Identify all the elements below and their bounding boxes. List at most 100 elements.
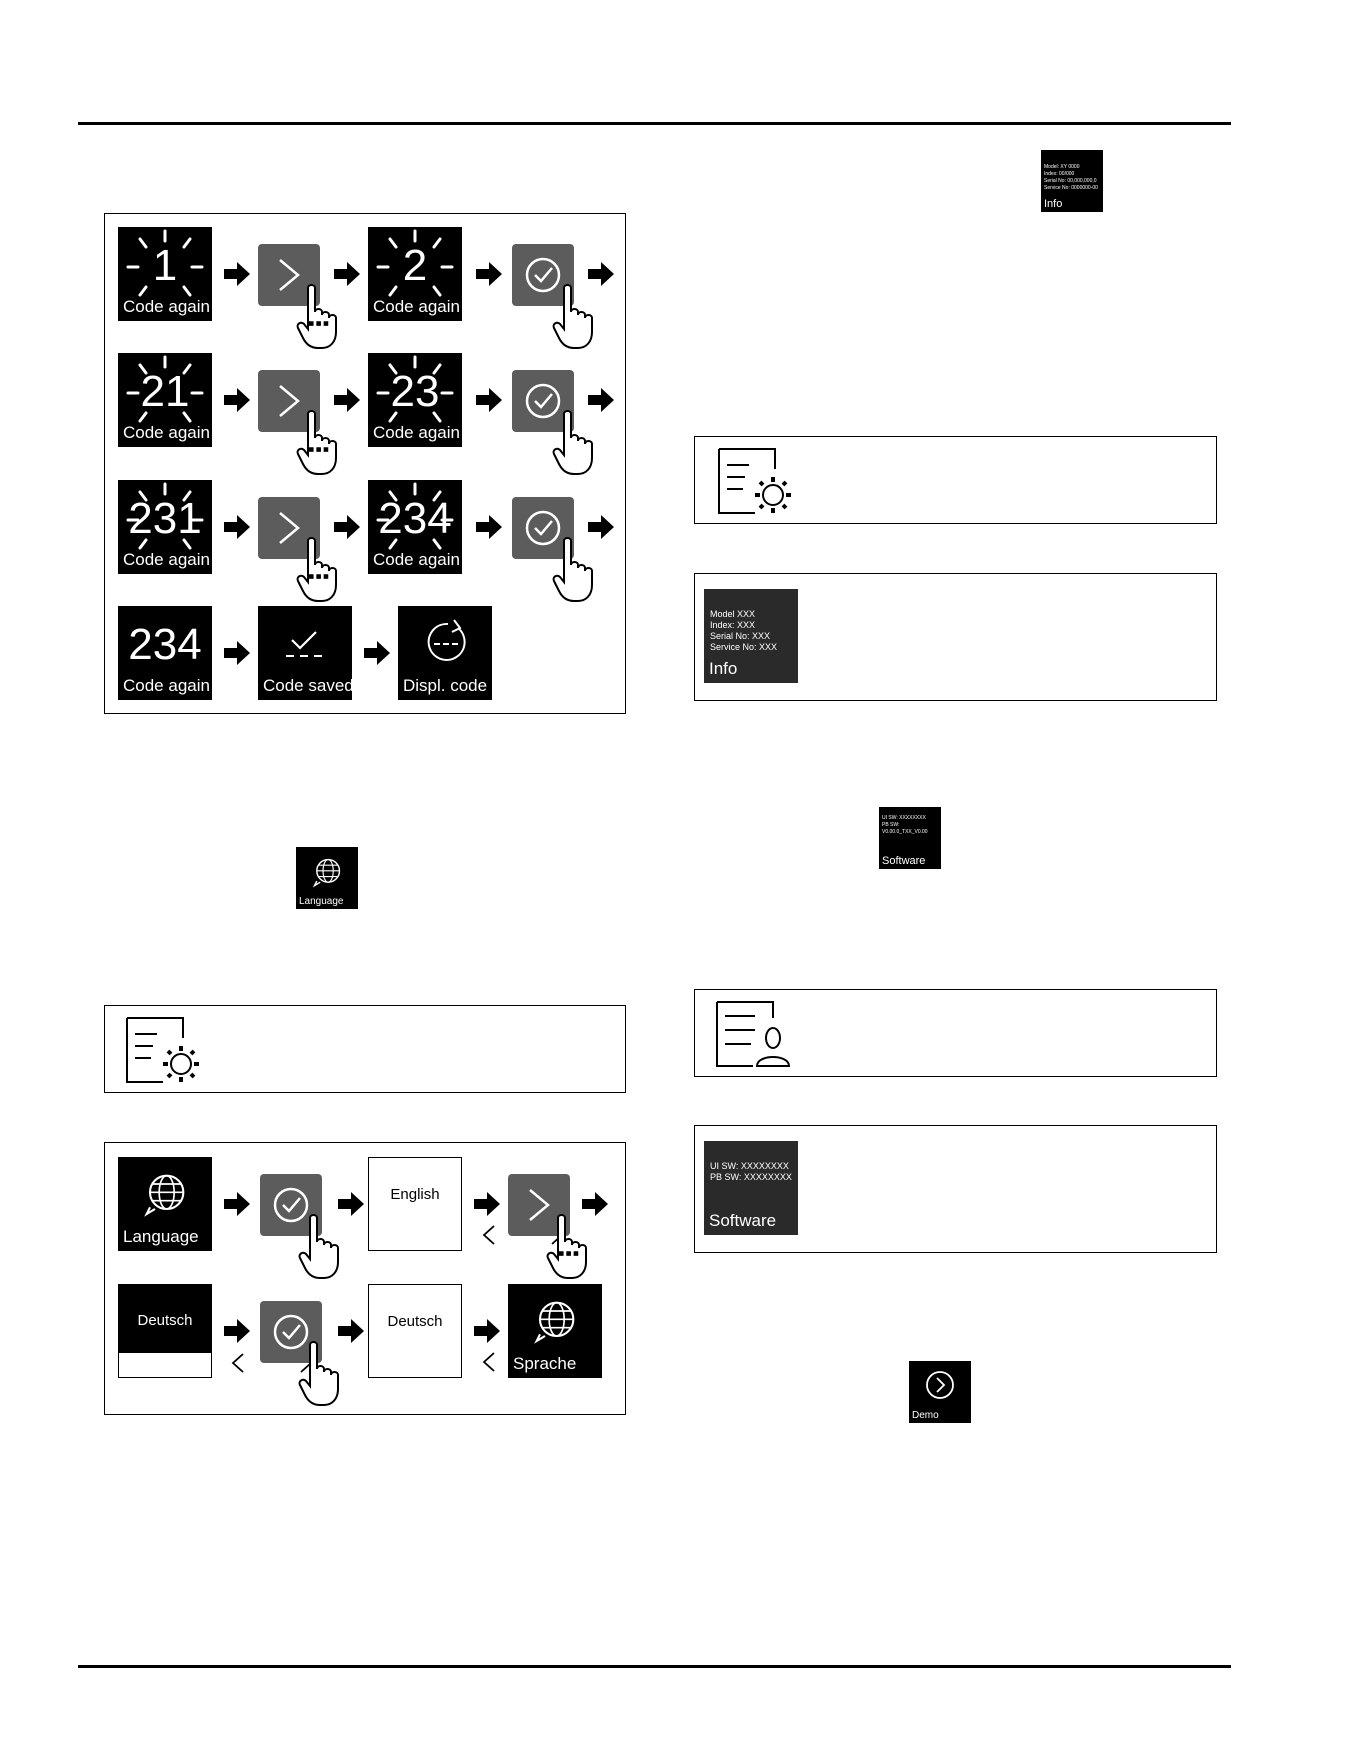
hand-tap-icon bbox=[298, 1214, 342, 1280]
arrow-right-icon bbox=[474, 1319, 500, 1343]
arrow-right-icon bbox=[476, 262, 502, 286]
dots-icon bbox=[309, 447, 331, 453]
tile-caption: Code again bbox=[123, 423, 210, 442]
save-check-icon bbox=[286, 631, 322, 657]
refresh-icon bbox=[427, 619, 466, 661]
tile-caption: Sprache bbox=[513, 1354, 577, 1373]
tile-caption: Code again bbox=[373, 297, 460, 316]
globe-icon bbox=[310, 855, 344, 889]
tile-caption: Code again bbox=[123, 676, 210, 695]
arrow-right-icon bbox=[334, 262, 360, 286]
code-tile: 231 Code again bbox=[118, 480, 212, 574]
software-figure: UI SW: XXXXXXXX PB SW: XXXXXXXX Software bbox=[694, 1125, 1217, 1253]
display-code-tile: Displ. code bbox=[398, 606, 492, 700]
info-display-tile: Model XXX Index: XXX Serial No: XXX Serv… bbox=[704, 589, 798, 683]
arrow-right-icon bbox=[588, 388, 614, 412]
arrow-right-icon bbox=[588, 262, 614, 286]
tile-caption: Code again bbox=[373, 550, 460, 569]
arrow-right-icon bbox=[224, 515, 250, 539]
icon-caption: Software bbox=[882, 855, 926, 867]
settings-doc-gear-icon bbox=[123, 1016, 203, 1086]
hand-tap-icon bbox=[296, 284, 340, 350]
hand-tap-icon bbox=[298, 1341, 342, 1407]
language-option-label: English bbox=[390, 1186, 440, 1203]
arrow-right-icon bbox=[588, 515, 614, 539]
play-circle-icon bbox=[926, 1371, 954, 1399]
tile-caption: Language bbox=[123, 1227, 199, 1246]
dots-icon bbox=[309, 321, 331, 327]
code-digits: 1 bbox=[152, 241, 178, 290]
settings-menu-figure-right bbox=[694, 436, 1217, 524]
code-tile: 234 Code again bbox=[118, 606, 212, 700]
info-lines: Model XXX Index: XXX Serial No: XXX Serv… bbox=[710, 609, 778, 652]
software-small-icon: UI SW: XXXXXXXX PB SW: V0.00.0_TXX_V0.00… bbox=[879, 807, 941, 869]
hand-tap-icon bbox=[552, 537, 596, 603]
arrow-right-icon bbox=[474, 1192, 500, 1216]
code-digits: 234 bbox=[378, 494, 452, 543]
code-tile: 23 Code again bbox=[368, 353, 462, 447]
language-small-icon: Language bbox=[296, 847, 358, 909]
info-icon-lines: Model: XY 0000 Index: 00/000 Serial No: … bbox=[1044, 164, 1098, 191]
arrow-right-icon bbox=[476, 515, 502, 539]
code-digits: 234 bbox=[128, 620, 202, 669]
code-digits: 23 bbox=[390, 367, 440, 416]
settings-menu-figure bbox=[104, 1005, 626, 1093]
tile-caption: Software bbox=[709, 1211, 777, 1230]
arrow-right-icon bbox=[582, 1192, 608, 1216]
icon-caption: Language bbox=[299, 896, 344, 907]
sprache-tile: Sprache bbox=[508, 1284, 602, 1378]
tile-caption: Code again bbox=[123, 550, 210, 569]
software-icon-lines: UI SW: XXXXXXXX PB SW: V0.00.0_TXX_V0.00 bbox=[882, 815, 928, 835]
dots-icon bbox=[559, 1251, 581, 1257]
software-display-tile: UI SW: XXXXXXXX PB SW: XXXXXXXX Software bbox=[704, 1141, 798, 1235]
language-option-tile-selected: Deutsch bbox=[118, 1284, 212, 1378]
footer-rule bbox=[78, 1665, 1231, 1668]
globe-icon bbox=[530, 1296, 580, 1346]
hand-tap-icon bbox=[546, 1214, 590, 1280]
tile-caption: Code again bbox=[123, 297, 210, 316]
code-digits: 2 bbox=[402, 241, 428, 290]
arrow-right-icon bbox=[224, 641, 250, 665]
code-digits: 21 bbox=[140, 367, 190, 416]
arrow-right-icon bbox=[224, 1192, 250, 1216]
language-option-tile: Deutsch bbox=[368, 1284, 462, 1378]
code-saved-tile: Code saved bbox=[258, 606, 352, 700]
header-rule bbox=[78, 122, 1231, 125]
icon-caption: Info bbox=[1044, 198, 1063, 210]
code-tile: 21 Code again bbox=[118, 353, 212, 447]
language-tile: Language bbox=[118, 1157, 212, 1251]
code-tile: 2 Code again bbox=[368, 227, 462, 321]
arrow-right-icon bbox=[334, 388, 360, 412]
info-small-icon: Model: XY 0000 Index: 00/000 Serial No: … bbox=[1041, 150, 1103, 212]
language-option-tile: English bbox=[368, 1157, 462, 1251]
demo-small-icon: Demo bbox=[909, 1361, 971, 1423]
arrow-right-icon bbox=[364, 641, 390, 665]
arrow-right-icon bbox=[224, 1319, 250, 1343]
hand-tap-icon bbox=[296, 537, 340, 603]
arrow-right-icon bbox=[224, 388, 250, 412]
arrow-right-icon bbox=[338, 1319, 364, 1343]
language-sequence-figure bbox=[104, 1142, 626, 1415]
hand-tap-icon bbox=[552, 410, 596, 476]
tile-caption: Code saved bbox=[263, 676, 352, 695]
settings-doc-gear-icon bbox=[715, 447, 795, 517]
language-option-label: Deutsch bbox=[387, 1313, 443, 1330]
service-menu-figure bbox=[694, 989, 1217, 1077]
dots-icon bbox=[309, 574, 331, 580]
language-option-label: Deutsch bbox=[137, 1312, 193, 1329]
code-digits: 231 bbox=[128, 494, 202, 543]
globe-icon bbox=[140, 1169, 190, 1219]
hand-tap-icon bbox=[296, 410, 340, 476]
tile-caption: Code again bbox=[373, 423, 460, 442]
tile-caption: Displ. code bbox=[403, 676, 488, 695]
tile-caption: Info bbox=[709, 659, 738, 678]
arrow-right-icon bbox=[334, 515, 360, 539]
info-figure: Model XXX Index: XXX Serial No: XXX Serv… bbox=[694, 573, 1217, 701]
arrow-right-icon bbox=[224, 262, 250, 286]
code-sequence-figure bbox=[104, 213, 626, 714]
hand-tap-icon bbox=[552, 284, 596, 350]
code-tile: 234 Code again bbox=[368, 480, 462, 574]
arrow-right-icon bbox=[338, 1192, 364, 1216]
icon-caption: Demo bbox=[912, 1410, 939, 1421]
service-doc-person-icon bbox=[713, 1000, 793, 1070]
